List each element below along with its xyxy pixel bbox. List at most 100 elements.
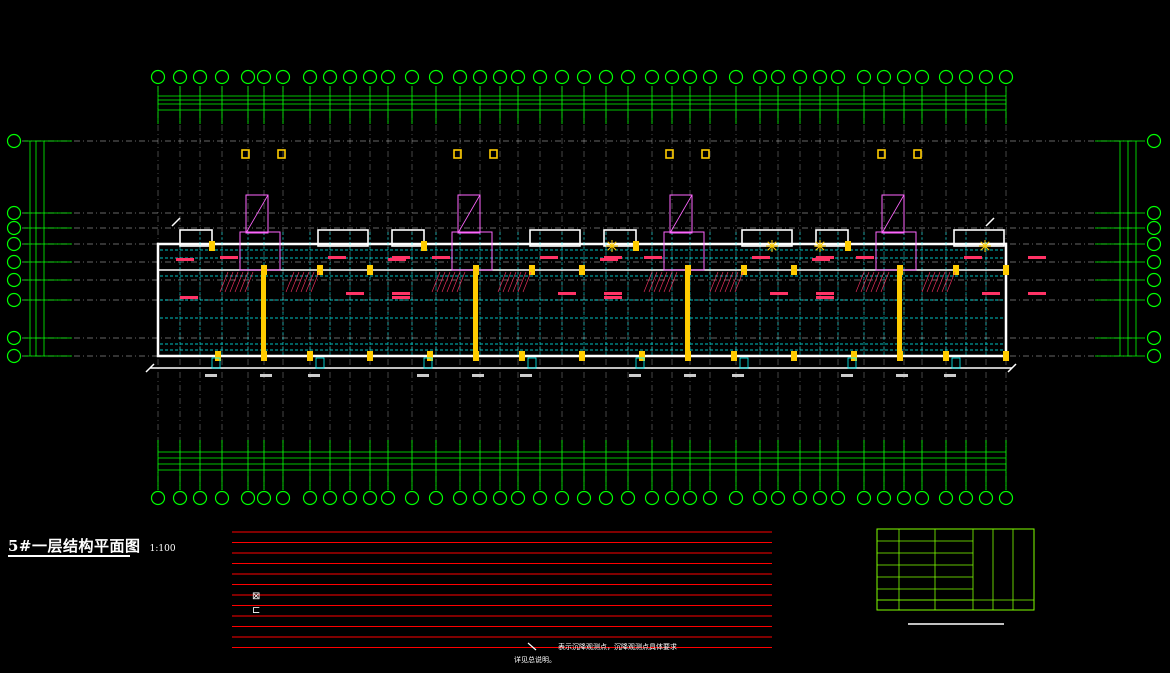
stair-tread bbox=[921, 271, 931, 293]
stair-tread bbox=[931, 271, 941, 293]
axis-bubble-bottom bbox=[150, 490, 166, 506]
column bbox=[639, 351, 645, 361]
column bbox=[367, 265, 373, 275]
axis-bubble-top bbox=[978, 69, 994, 85]
axis-bubble-top bbox=[240, 69, 256, 85]
room-wall bbox=[815, 229, 849, 247]
axis-bubble-top bbox=[342, 69, 358, 85]
stair-tread bbox=[663, 271, 673, 293]
stair-shaft bbox=[669, 194, 693, 234]
axis-bubble-top bbox=[876, 69, 892, 85]
axis-bubble-bottom bbox=[192, 490, 208, 506]
stair-tread bbox=[941, 271, 951, 293]
axis-bubble-right bbox=[1146, 205, 1162, 221]
axis-bubble-bottom bbox=[362, 490, 378, 506]
axis-bubble-left bbox=[6, 292, 22, 308]
column bbox=[367, 351, 373, 361]
column bbox=[633, 241, 639, 251]
stair-tread bbox=[436, 271, 446, 293]
stair-tread bbox=[310, 271, 320, 293]
leader-tick bbox=[527, 642, 537, 651]
column bbox=[427, 351, 433, 361]
axis-bubble-left bbox=[6, 330, 22, 346]
axis-bubble-top bbox=[830, 69, 846, 85]
stair-tread bbox=[290, 271, 300, 293]
stair-tread bbox=[926, 271, 936, 293]
stair-tread bbox=[870, 271, 880, 293]
drawing-title-block: 5#一层结构平面图 1:100 bbox=[8, 535, 176, 556]
axis-bubble-bottom bbox=[664, 490, 680, 506]
axis-bubble-top bbox=[856, 69, 872, 85]
axis-bubble-top bbox=[896, 69, 912, 85]
note-settlement: 表示沉降观测点，沉降观测点具体要求 bbox=[558, 643, 677, 651]
stair-tread bbox=[648, 271, 658, 293]
burst-marker bbox=[771, 245, 777, 251]
slab-annotation bbox=[816, 292, 834, 295]
corner-tick bbox=[1007, 363, 1017, 373]
column bbox=[209, 241, 215, 251]
axis-bubble-right bbox=[1146, 272, 1162, 288]
axis-bubble-bottom bbox=[428, 490, 444, 506]
notes-red-lines bbox=[232, 531, 772, 651]
column bbox=[421, 241, 427, 251]
axis-bubble-bottom bbox=[876, 490, 892, 506]
slab-annotation bbox=[816, 296, 834, 299]
column bbox=[215, 351, 221, 361]
title-table-border bbox=[876, 528, 1035, 611]
column bbox=[943, 351, 949, 361]
burst-marker bbox=[607, 245, 613, 251]
column bbox=[473, 351, 479, 361]
axis-bubble-bottom bbox=[404, 490, 420, 506]
axis-bubbles bbox=[6, 69, 1162, 506]
axis-bubble-left bbox=[6, 272, 22, 288]
axis-bubble-top bbox=[620, 69, 636, 85]
axis-bubble-left bbox=[6, 205, 22, 221]
stair-diagonal bbox=[669, 194, 693, 234]
stair-tread bbox=[456, 271, 466, 293]
stair-tread bbox=[875, 271, 885, 293]
axis-bubble-top bbox=[510, 69, 526, 85]
stair-tread bbox=[441, 271, 451, 293]
slab-annotation bbox=[964, 256, 982, 259]
column bbox=[741, 265, 747, 275]
stair-tread bbox=[522, 271, 532, 293]
axis-bubble-bottom bbox=[620, 490, 636, 506]
stair-tread bbox=[729, 271, 739, 293]
column bbox=[519, 351, 525, 361]
axis-bubble-top bbox=[914, 69, 930, 85]
axis-bubble-top bbox=[598, 69, 614, 85]
burst-marker bbox=[819, 241, 825, 247]
axis-bubble-top bbox=[404, 69, 420, 85]
stair-tread bbox=[512, 271, 522, 293]
axis-bubble-bottom bbox=[958, 490, 974, 506]
axis-bubble-top bbox=[792, 69, 808, 85]
column-wall bbox=[473, 272, 478, 354]
slab-annotation bbox=[432, 256, 450, 259]
footing bbox=[315, 357, 325, 369]
axis-bubble-top bbox=[554, 69, 570, 85]
stair-shaft bbox=[881, 194, 905, 234]
axis-bubble-bottom bbox=[510, 490, 526, 506]
drawing-scale: 1:100 bbox=[149, 544, 176, 554]
axis-bubble-top bbox=[958, 69, 974, 85]
axis-bubble-top bbox=[472, 69, 488, 85]
title-table bbox=[876, 528, 1035, 625]
axis-bubble-left bbox=[6, 254, 22, 270]
column bbox=[897, 265, 903, 275]
column bbox=[261, 351, 267, 361]
axis-bubble-top bbox=[428, 69, 444, 85]
stair-tread bbox=[305, 271, 315, 293]
column-wall bbox=[685, 272, 690, 354]
axis-bubble-top bbox=[682, 69, 698, 85]
footing bbox=[635, 357, 645, 369]
axis-bubble-top bbox=[576, 69, 592, 85]
axis-bubble-right bbox=[1146, 254, 1162, 270]
bracket-icon: ⊏ bbox=[252, 605, 261, 616]
stair-tread bbox=[239, 271, 249, 293]
stair-tread bbox=[653, 271, 663, 293]
stair-tread bbox=[295, 271, 305, 293]
axis-bubble-bottom bbox=[728, 490, 744, 506]
axis-bubble-bottom bbox=[792, 490, 808, 506]
axis-bubble-bottom bbox=[302, 490, 318, 506]
vertical-axis-lines bbox=[157, 86, 1007, 490]
